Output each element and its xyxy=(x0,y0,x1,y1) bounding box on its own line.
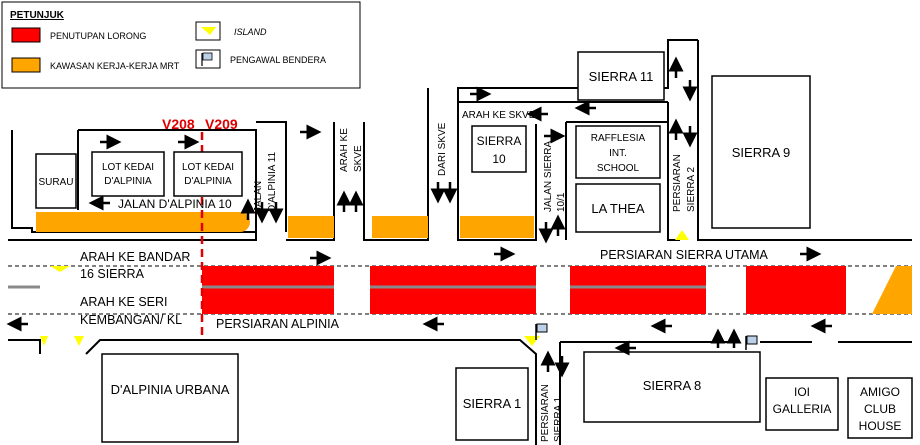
road-persiaran-sierra-2-b: SIERRA 2 xyxy=(686,167,697,212)
road-arah-ke-bandar-b: 16 SIERRA xyxy=(80,267,145,281)
island-2 xyxy=(40,336,48,346)
mrt-zone-2 xyxy=(288,216,334,238)
mrt-zone-dalpinia-10 xyxy=(36,212,250,232)
label-lot-kedai-1-a: LOT KEDAI xyxy=(102,162,154,173)
legend-flag-icon xyxy=(201,52,213,66)
label-sierra-10-a: SIERRA xyxy=(477,134,522,148)
road-arah-ke-seri-b: KEMBANGAN/ KL xyxy=(80,313,182,327)
closure-zone-2 xyxy=(370,266,536,314)
island-1 xyxy=(50,266,70,272)
label-rafflesia-c: SCHOOL xyxy=(597,163,640,174)
building-dalpinia-urbana xyxy=(101,353,239,443)
road-arah-ke-skve-v-a: ARAH KE xyxy=(339,128,350,172)
marker-v208: V208 xyxy=(162,116,195,132)
label-lot-kedai-2-a: LOT KEDAI xyxy=(182,162,234,173)
road-persiaran-sierra-1-a: PERSIARAN xyxy=(540,384,551,442)
legend-closure-label: PENUTUPAN LORONG xyxy=(50,31,146,41)
closure-zone-4 xyxy=(746,266,846,314)
road-arah-ke-skve-h: ARAH KE SKVE xyxy=(462,110,536,121)
label-amigo-c: HOUSE xyxy=(859,419,902,433)
mrt-work-zones xyxy=(36,212,912,314)
flagmen xyxy=(535,323,758,350)
legend-closure-swatch xyxy=(11,27,41,43)
flagman-1 xyxy=(535,323,548,340)
label-surau: SURAU xyxy=(38,177,73,188)
closure-zone-1 xyxy=(202,266,334,314)
legend-title: PETUNJUK xyxy=(10,10,65,21)
road-jalan-sierra-a: JALAN SIERRA xyxy=(543,141,554,212)
building-sierra-9 xyxy=(711,75,811,229)
road-persiaran-alpinia: PERSIARAN ALPINIA xyxy=(216,317,340,331)
label-ioi-b: GALLERIA xyxy=(773,402,832,416)
road-dari-skve: DARI SKVE xyxy=(437,122,448,176)
buildings xyxy=(35,51,913,443)
label-dalpinia-urbana: D'ALPINIA URBANA xyxy=(111,382,230,397)
road-jalan-dalpinia-11-a: JALAN xyxy=(253,181,264,212)
label-amigo-b: CLUB xyxy=(864,402,896,416)
road-arah-ke-seri-a: ARAH KE SERI xyxy=(80,295,168,309)
legend-island-label: ISLAND xyxy=(234,27,267,37)
legend-mrt-label: KAWASAN KERJA-KERJA MRT xyxy=(50,61,180,71)
label-sierra-1: SIERRA 1 xyxy=(463,396,522,411)
island-4 xyxy=(675,230,689,240)
marker-v209: V209 xyxy=(205,116,238,132)
label-amigo-a: AMIGO xyxy=(860,385,900,399)
flagman-2 xyxy=(745,335,758,350)
road-persiaran-sierra-1-b: SIERRA 1 xyxy=(553,397,564,442)
road-arah-ke-skve-v-b: SKVE xyxy=(353,145,364,172)
building-amigo xyxy=(847,377,913,439)
building-la-thea xyxy=(575,183,661,233)
legend-mrt-swatch xyxy=(11,57,41,73)
building-rafflesia xyxy=(575,125,661,179)
road-jalan-dalpinia-10: JALAN D'ALPINIA 10 xyxy=(118,197,232,211)
legend: PETUNJUK PENUTUPAN LORONG KAWASAN KERJA-… xyxy=(1,1,361,89)
building-sierra-1 xyxy=(455,367,529,441)
building-ioi-galleria xyxy=(765,377,839,431)
label-rafflesia-b: INT. xyxy=(609,148,627,159)
label-la-thea: LA THEA xyxy=(591,201,645,216)
mrt-zone-4 xyxy=(460,216,534,238)
island-3 xyxy=(74,336,84,346)
direction-arrows xyxy=(6,56,832,378)
road-arah-ke-bandar-a: ARAH KE BANDAR xyxy=(80,250,190,264)
label-sierra-8: SIERRA 8 xyxy=(643,378,702,393)
label-lot-kedai-1-b: D'ALPINIA xyxy=(104,176,152,187)
legend-box xyxy=(1,1,361,89)
label-sierra-11: SIERRA 11 xyxy=(589,69,654,84)
legend-flagman-label: PENGAWAL BENDERA xyxy=(230,55,326,65)
label-rafflesia-a: RAFFLESIA xyxy=(591,133,646,144)
building-surau xyxy=(35,153,77,209)
mrt-zone-3 xyxy=(372,216,428,238)
building-lot-kedai-1 xyxy=(91,151,165,197)
building-sierra-8 xyxy=(583,351,761,423)
road-edges xyxy=(8,39,912,445)
label-lot-kedai-2-b: D'ALPINIA xyxy=(184,176,232,187)
building-lot-kedai-2 xyxy=(173,151,243,197)
lane-closures xyxy=(202,266,846,314)
building-sierra-10 xyxy=(471,125,527,173)
label-sierra-10-b: 10 xyxy=(492,152,506,166)
road-persiaran-sierra-2-a: PERSIARAN xyxy=(672,154,683,212)
label-ioi-a: IOI xyxy=(794,385,810,399)
road-jalan-dalpinia-11-b: D'ALPINIA 11 xyxy=(267,151,278,212)
road-jalan-sierra-b: 10/1 xyxy=(556,192,567,212)
mrt-zone-5 xyxy=(872,266,912,314)
road-persiaran-sierra-utama: PERSIARAN SIERRA UTAMA xyxy=(600,248,769,262)
closure-zone-3 xyxy=(570,266,706,314)
label-sierra-9: SIERRA 9 xyxy=(732,145,791,160)
building-sierra-11 xyxy=(577,51,665,101)
legend-island-icon xyxy=(201,27,216,35)
